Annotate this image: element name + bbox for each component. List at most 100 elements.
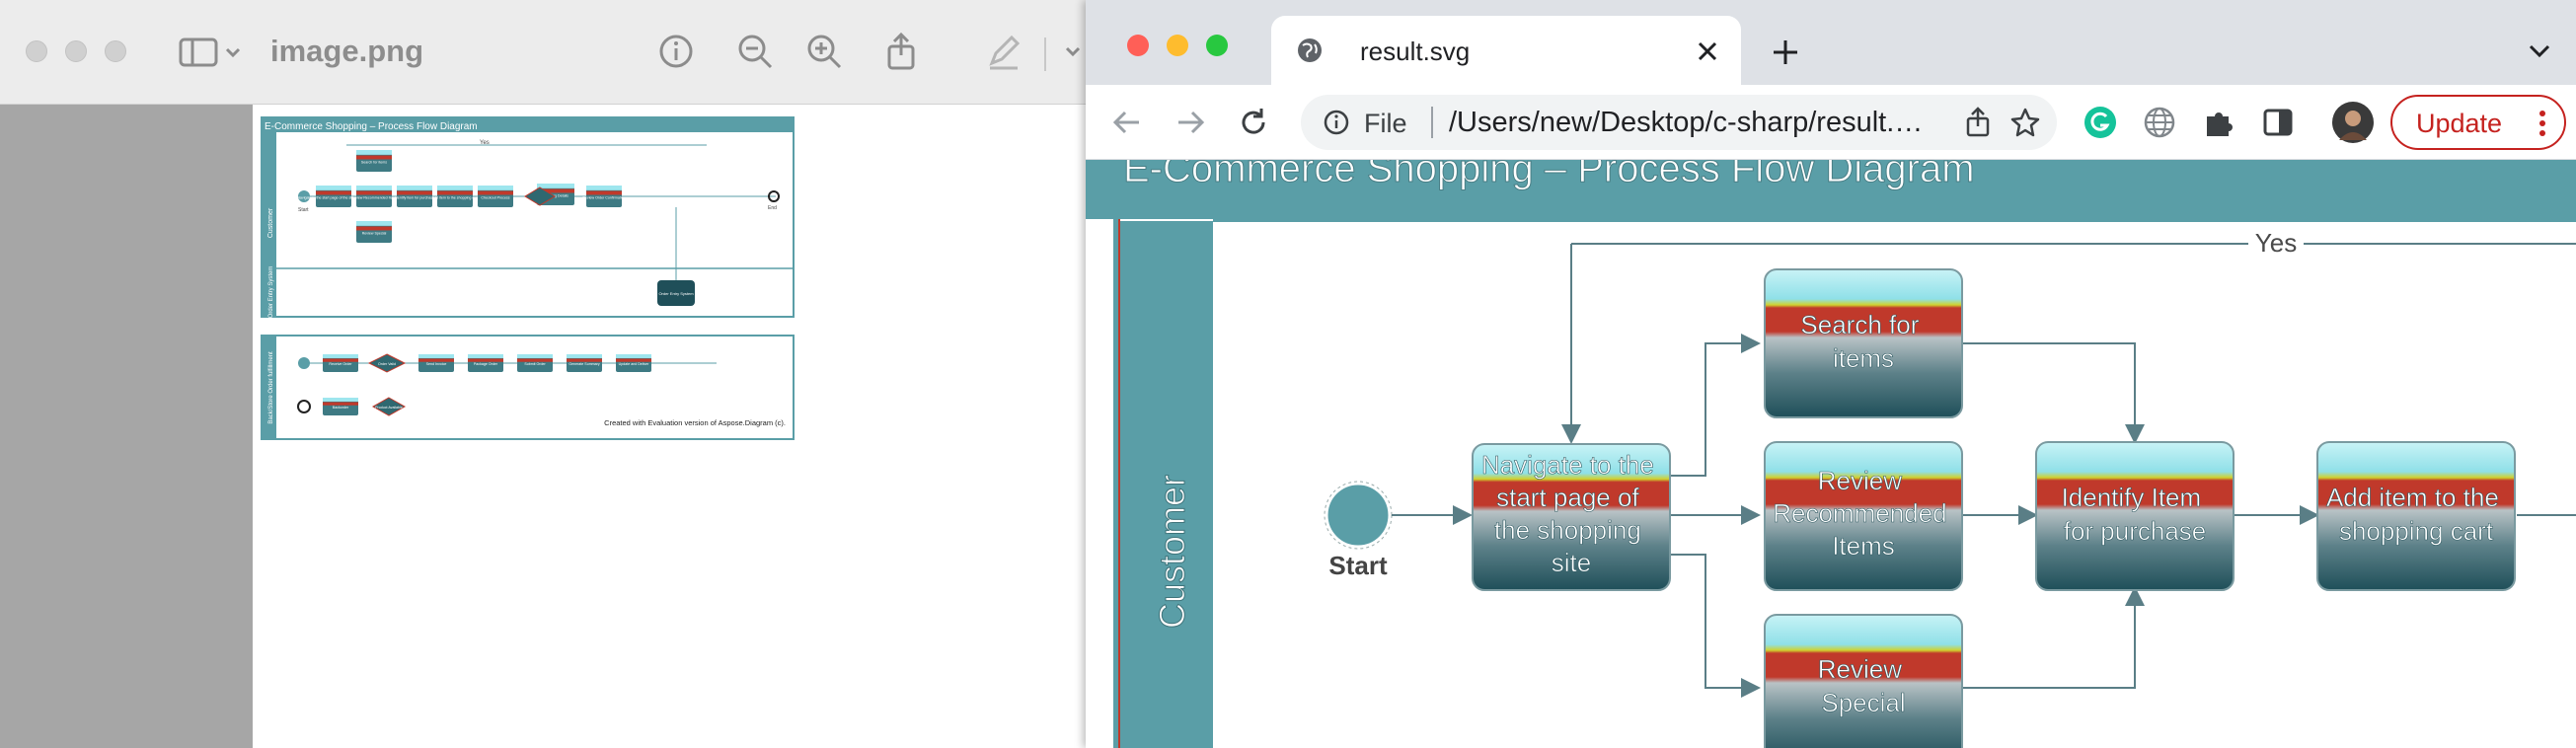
share-button[interactable] (881, 32, 921, 71)
tab-result-svg[interactable]: result.svg (1271, 16, 1741, 85)
thumb-node-top-3: Review Special (356, 221, 392, 243)
node-review-special: Review Special (1764, 614, 1963, 748)
thumb-start-node (298, 190, 310, 202)
minimize-window-button[interactable] (65, 40, 87, 62)
flow-connectors (1670, 334, 2576, 698)
side-panel-icon[interactable] (2260, 105, 2296, 140)
thumb-node-top-4: Identify item for purchase (395, 186, 434, 207)
thumb-node-top-8: Review Order Confirmation (582, 186, 626, 207)
thumb-node-bottom-3-label: Package Order (474, 362, 498, 366)
thumb-node-top-5: Add item to the shopping cart (432, 186, 478, 207)
profile-avatar[interactable] (2331, 101, 2375, 144)
node-search-items: Search for items (1764, 268, 1963, 418)
share-icon[interactable] (1962, 107, 1994, 138)
sidebar-icon (179, 37, 241, 67)
lane-header (1120, 221, 1213, 748)
svg-text:Add item to the shop: Add item to the shopping cart (2326, 483, 2506, 546)
thumb-node-bottom-4-label: Submit Order (524, 362, 546, 366)
tab-search-chevron-icon[interactable] (2527, 41, 2552, 61)
thumb-node-top-0: Navigate to the start page of the shoppi… (297, 186, 370, 207)
thumb-decision-top (524, 187, 556, 206)
svg-text:Navigate to the star: Navigate to the start page of the shoppi… (1481, 450, 1661, 577)
diagram-title-bar (1086, 160, 2576, 219)
lane-customer-label: Customer (1152, 475, 1192, 629)
thumb-node-bottom-2: Send Invoice (418, 354, 454, 372)
update-button-label: Update (2416, 109, 2503, 138)
update-button[interactable]: Update (2390, 95, 2566, 150)
thumb-node-top-6-label: Checkout Process (481, 196, 509, 200)
preview-titlebar: image.png (0, 0, 1086, 105)
bookmark-star-icon[interactable] (2009, 107, 2041, 138)
thumb-node-bottom-8: Product Available (371, 397, 407, 416)
lane-top-border (1213, 219, 2576, 222)
back-arrow-icon[interactable] (1111, 107, 1143, 138)
thumb-node-top-6: Checkout Process (478, 186, 513, 207)
preview-document-title: image.png (270, 34, 424, 68)
minimize-window-button[interactable] (1167, 35, 1188, 56)
address-bar[interactable]: File /Users/new/Desktop/c-sharp/result.s… (1301, 95, 2057, 150)
more-menu-icon[interactable] (2531, 109, 2554, 138)
diagram-left-border (1113, 219, 1118, 748)
thumb-bottom-panel (261, 335, 795, 440)
thumb-yes-label: Yes (480, 140, 490, 146)
zoom-window-button[interactable] (1206, 35, 1228, 56)
thumb-bottom-lane-header (262, 336, 276, 439)
grammarly-extension-icon[interactable] (2083, 105, 2118, 140)
node-add-to-cart: Add item to the shopping cart (2316, 441, 2516, 591)
sidebar-toggle-button[interactable] (178, 32, 249, 71)
thumb-node-bottom-4: Submit Order (517, 354, 553, 372)
reload-icon[interactable] (1238, 107, 1269, 138)
close-window-button[interactable] (26, 40, 47, 62)
thumb-node-bottom-2-label: Send Invoice (426, 362, 447, 366)
thumb-top-nodes: Navigate to the start page of the shoppi… (297, 150, 626, 243)
info-icon (659, 35, 693, 68)
node-identify-item: Identify Item for purchase (2035, 441, 2235, 591)
thumb-node-bottom-0-label: Receive Order (329, 362, 352, 366)
node-review-recommended: Review Recommended Items (1764, 441, 1963, 591)
zoom-in-button[interactable] (804, 32, 844, 71)
yes-label: Yes (2255, 228, 2297, 258)
yes-label-bg (2248, 231, 2304, 257)
forward-arrow-icon[interactable] (1174, 107, 1206, 138)
extensions-puzzle-icon[interactable] (2201, 105, 2236, 140)
chevron-down-icon (1065, 46, 1081, 57)
globe-extension-icon[interactable] (2142, 105, 2177, 140)
thumb-node-bottom-7-label: Backorder (333, 406, 349, 410)
thumb-node-top-0-label: Navigate to the start page of the shoppi… (297, 196, 369, 200)
thumb-bottom-end (297, 400, 311, 413)
new-tab-icon[interactable] (1771, 37, 1800, 67)
markup-menu-button[interactable] (1064, 41, 1082, 61)
svg-text:Identify Item for pu: Identify Item for purchase (2062, 483, 2209, 546)
page-content: E-Commerce Shopping – Process Flow Diagr… (1086, 160, 2576, 748)
thumb-node-bottom-3: Package Order (468, 354, 503, 372)
thumb-node-top-1-label: Search for items (361, 161, 387, 165)
info-icon[interactable] (1323, 109, 1350, 136)
close-window-button[interactable] (1127, 35, 1149, 56)
preview-canvas: E-Commerce Shopping – Process Flow Diagr… (253, 105, 1086, 748)
thumb-node-top-1: Search for items (356, 150, 392, 172)
preview-sidebar (0, 105, 253, 748)
thumb-bottom-nodes: Receive Order Order Valid Send Invoice Pack… (323, 353, 651, 416)
omnibox-divider (1431, 107, 1433, 138)
thumb-node-bottom-1: Order Valid (367, 353, 407, 373)
thumb-node-bottom-6-label: Update and Deliver (619, 362, 650, 366)
url-text[interactable]: /Users/new/Desktop/c-sharp/result.svg (1449, 107, 1932, 138)
zoom-out-button[interactable] (735, 32, 775, 71)
globe-icon (1298, 38, 1322, 62)
thumb-db-label: Order Entry System (658, 291, 694, 296)
markup-button[interactable] (984, 32, 1023, 71)
thumb-end-node (768, 190, 780, 202)
svg-text:Review Recommended: Review Recommended Items (1773, 466, 1954, 561)
diagram-title: E-Commerce Shopping – Process Flow Diagr… (1123, 160, 1975, 190)
thumb-node-top-2: Review Recommended Items (351, 186, 398, 207)
node-navigate: Navigate to the start page of the shoppi… (1472, 443, 1671, 591)
info-button[interactable] (656, 32, 696, 71)
zoom-window-button[interactable] (105, 40, 126, 62)
close-icon[interactable] (1696, 39, 1719, 63)
thumb-db-node (657, 280, 695, 306)
zoom-in-icon (807, 35, 842, 69)
process-flow-diagram: E-Commerce Shopping – Process Flow Diagr… (1086, 160, 2576, 748)
thumb-node-bottom-5-label: Generate Summary (568, 362, 600, 366)
thumb-lane-system: Order Entry System (268, 266, 274, 319)
thumbnail-diagram: E-Commerce Shopping – Process Flow Diagr… (261, 116, 795, 440)
